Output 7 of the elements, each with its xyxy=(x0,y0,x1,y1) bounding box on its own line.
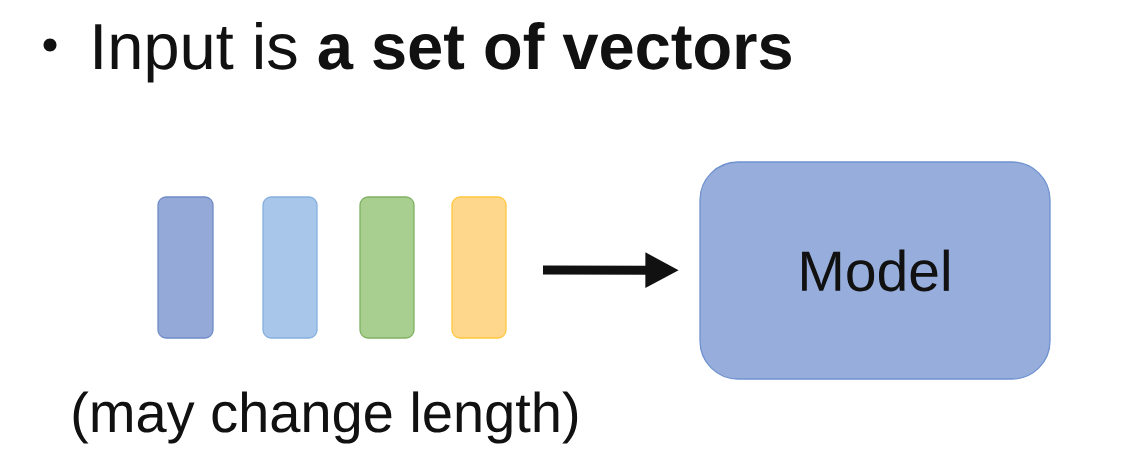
vector-bar xyxy=(451,196,507,339)
note-text: (may change length) xyxy=(73,391,578,444)
vector-bar xyxy=(359,196,415,339)
vector-bar xyxy=(157,196,214,339)
vector-bar xyxy=(262,196,318,339)
model-box: Model xyxy=(699,161,1051,380)
title: Input is a set of vectors xyxy=(95,21,791,83)
